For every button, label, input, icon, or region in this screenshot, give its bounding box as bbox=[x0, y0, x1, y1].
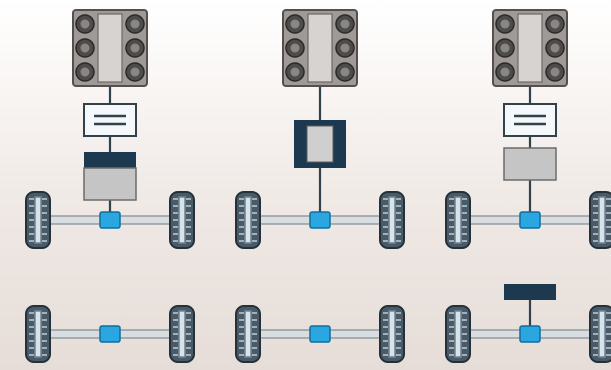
wheel-rim bbox=[244, 310, 252, 358]
gearbox-icon bbox=[503, 147, 557, 181]
cylinder-bore bbox=[340, 19, 350, 29]
cylinder-bore bbox=[550, 43, 560, 53]
gearbox-icon bbox=[294, 120, 346, 168]
differential-icon bbox=[309, 325, 331, 343]
differential-icon bbox=[519, 211, 541, 229]
gearbox-top bbox=[84, 152, 136, 168]
cylinder-bore bbox=[500, 67, 510, 77]
drivetrain-layout-3 bbox=[445, 9, 611, 363]
wheel-icon bbox=[379, 191, 405, 249]
gearbox-body bbox=[83, 167, 137, 201]
wheel-rim bbox=[388, 310, 396, 358]
cylinder-bore bbox=[550, 19, 560, 29]
wheel-icon bbox=[589, 191, 611, 249]
wheel-rim bbox=[178, 310, 186, 358]
wheel-rim bbox=[34, 310, 42, 358]
wheel-icon bbox=[445, 305, 471, 363]
wheel-icon bbox=[169, 191, 195, 249]
axle-assembly bbox=[235, 191, 405, 249]
differential-icon bbox=[99, 325, 121, 343]
drivetrain-layout-1 bbox=[25, 9, 195, 363]
cylinder-bore bbox=[80, 43, 90, 53]
engine-icon bbox=[492, 9, 568, 87]
clutch-icon bbox=[83, 103, 137, 137]
wheel-rim bbox=[598, 310, 606, 358]
cylinder-bore bbox=[130, 19, 140, 29]
cylinder-bore bbox=[130, 67, 140, 77]
cylinder-bore bbox=[340, 67, 350, 77]
wheel-icon bbox=[235, 305, 261, 363]
wheel-rim bbox=[454, 196, 462, 244]
wheel-icon bbox=[589, 305, 611, 363]
engine-crankcase bbox=[517, 13, 543, 83]
wheel-icon bbox=[235, 191, 261, 249]
wheel-rim bbox=[178, 196, 186, 244]
wheel-icon bbox=[25, 191, 51, 249]
wheel-icon bbox=[25, 305, 51, 363]
rear-motor bbox=[504, 284, 556, 300]
gearbox-core bbox=[306, 125, 334, 163]
engine-icon bbox=[72, 9, 148, 87]
drivetrain-layout-2 bbox=[235, 9, 405, 363]
cylinder-bore bbox=[290, 43, 300, 53]
engine-icon bbox=[282, 9, 358, 87]
rear-motor-icon bbox=[504, 284, 556, 326]
wheel-icon bbox=[169, 305, 195, 363]
wheel-rim bbox=[244, 196, 252, 244]
cylinder-bore bbox=[130, 43, 140, 53]
gearbox-body bbox=[503, 147, 557, 181]
axle-assembly bbox=[25, 305, 195, 363]
gearbox-icon bbox=[83, 152, 137, 201]
cylinder-bore bbox=[290, 67, 300, 77]
wheel-icon bbox=[445, 191, 471, 249]
engine-crankcase bbox=[97, 13, 123, 83]
clutch-housing bbox=[83, 103, 137, 137]
cylinder-bore bbox=[80, 67, 90, 77]
axle-assembly bbox=[445, 191, 611, 249]
differential-icon bbox=[309, 211, 331, 229]
axle-assembly bbox=[25, 191, 195, 249]
differential-icon bbox=[519, 325, 541, 343]
cylinder-bore bbox=[500, 19, 510, 29]
wheel-icon bbox=[379, 305, 405, 363]
cylinder-bore bbox=[500, 43, 510, 53]
clutch-icon bbox=[503, 103, 557, 137]
wheel-rim bbox=[598, 196, 606, 244]
wheel-rim bbox=[388, 196, 396, 244]
cylinder-bore bbox=[290, 19, 300, 29]
cylinder-bore bbox=[340, 43, 350, 53]
wheel-rim bbox=[34, 196, 42, 244]
clutch-housing bbox=[503, 103, 557, 137]
axle-assembly bbox=[445, 305, 611, 363]
axle-assembly bbox=[235, 305, 405, 363]
cylinder-bore bbox=[550, 67, 560, 77]
wheel-rim bbox=[454, 310, 462, 358]
cylinder-bore bbox=[80, 19, 90, 29]
differential-icon bbox=[99, 211, 121, 229]
engine-crankcase bbox=[307, 13, 333, 83]
